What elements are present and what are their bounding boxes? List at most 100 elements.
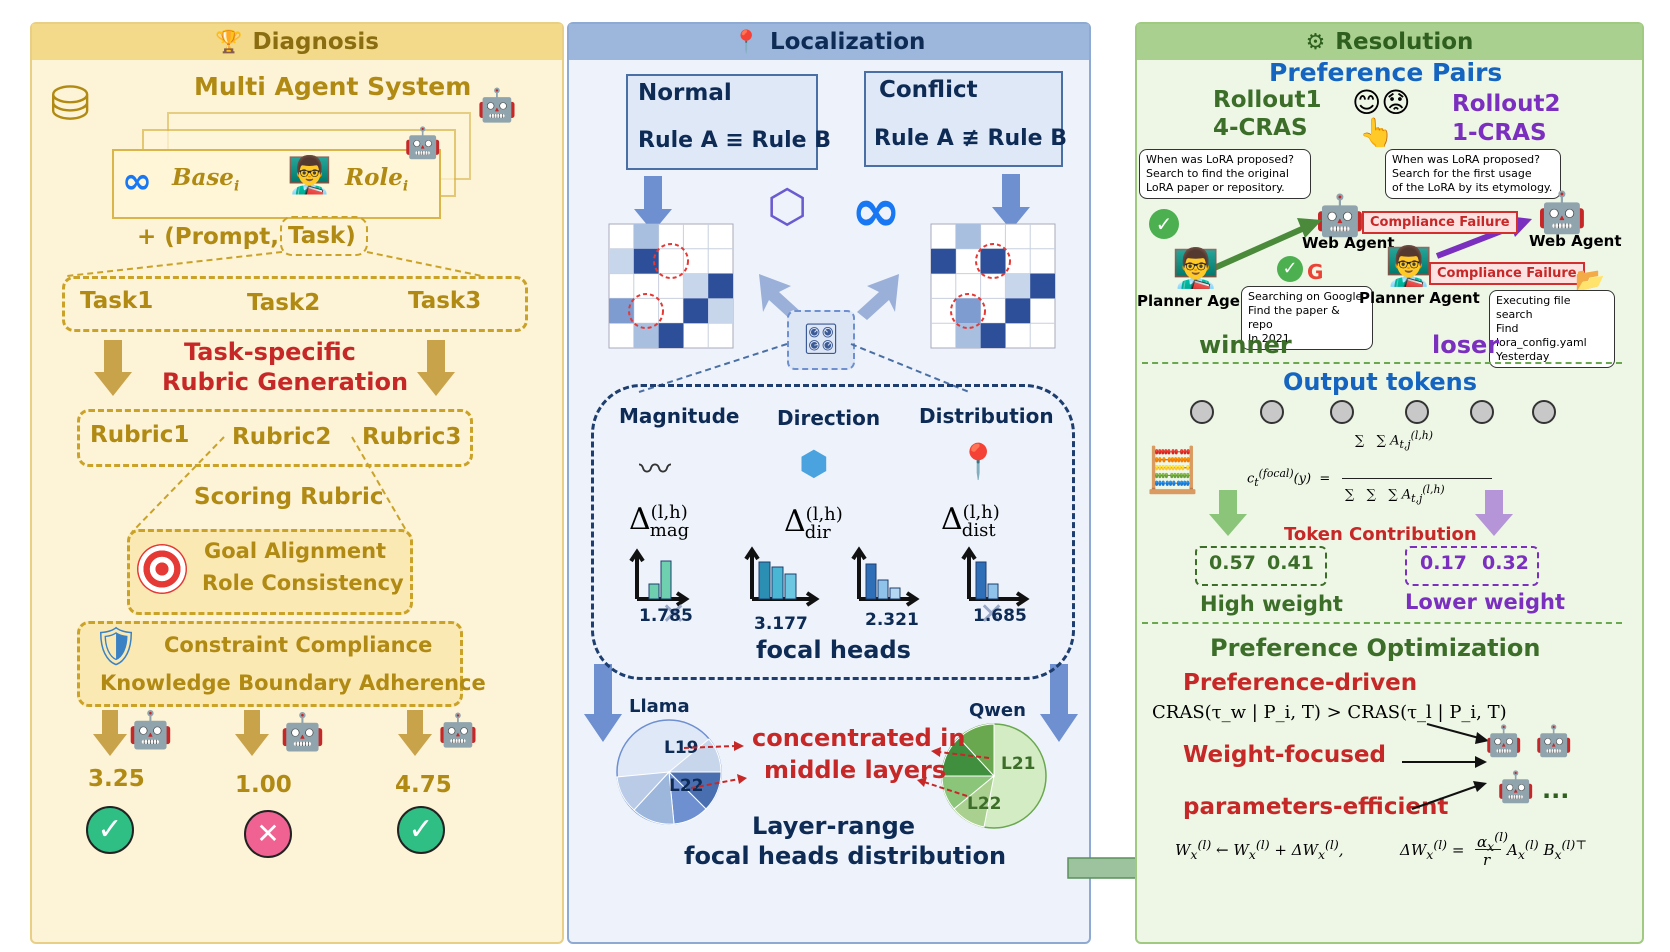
resolution-title: Resolution (1335, 29, 1474, 55)
conflict-attention-grid (930, 223, 1056, 349)
normal-title: Normal (638, 80, 732, 106)
planner-agent-label-2: Planner Agent (1359, 289, 1480, 307)
card-front (112, 149, 441, 219)
task-connector (66, 251, 483, 277)
constraint-compliance: Constraint Compliance (164, 633, 433, 657)
qwen-layer-l21: L21 (1001, 754, 1036, 774)
low-weight-1: 0.17 (1420, 552, 1467, 574)
task1: Task1 (80, 288, 154, 314)
scoring-connector (131, 436, 408, 533)
check-icon-google: ✓ (1277, 256, 1303, 282)
normal-box (626, 74, 818, 170)
cross-mark-2: ✕ (979, 597, 1004, 632)
delta-dist: Δ(l,h)dist (941, 502, 1000, 541)
rollout2-line2: 1-CRAS (1452, 120, 1547, 146)
resolution-header: ⚙ Resolution (1137, 24, 1642, 60)
web-agent-icon-1: 🤖 (1315, 193, 1365, 239)
bar-value-4: 1.685 (973, 606, 1027, 626)
bubble-rollout1: When was LoRA proposed?Search to find th… (1139, 149, 1311, 199)
meta-logo-icon: ∞ (851, 176, 901, 246)
score-arrows (93, 710, 432, 756)
rubrics-box (77, 409, 473, 467)
tasks-box (62, 276, 528, 332)
task2: Task2 (247, 290, 321, 316)
mixer-icon: 🎛 (787, 310, 855, 370)
divider-2 (1142, 622, 1622, 624)
rubric-gen-line2: Rubric Generation (162, 368, 409, 396)
localization-panel: 📍 Localization Normal Rule A ≡ Rule B Co… (567, 22, 1091, 944)
database-icon: ⛁ (50, 76, 91, 132)
compliance-failure-2: Compliance Failure (1429, 262, 1585, 285)
metric-magnitude: Magnitude (619, 404, 740, 428)
cross-icon-2: ✕ (244, 810, 292, 858)
teacher-icon: 👨‍🏫 (287, 155, 332, 196)
score-3: 4.75 (395, 772, 452, 798)
gen-arrows (94, 340, 455, 396)
high-weight-label: High weight (1200, 592, 1343, 616)
diagnosis-title: Diagnosis (252, 29, 379, 55)
localization-header: 📍 Localization (569, 24, 1089, 60)
focal-heads-box (591, 384, 1075, 680)
rubric-gen-line1: Task-specific (184, 338, 356, 366)
loser-label: loser (1432, 331, 1500, 359)
opt-arrows (1402, 723, 1489, 810)
mini-bar-dir2 (851, 546, 920, 607)
bar-value-1: 1.785 (639, 606, 693, 626)
param-eff-label: parameters-efficient (1183, 794, 1449, 820)
calculator-icon: 🧮 (1145, 445, 1200, 496)
token-dot-4 (1405, 400, 1429, 424)
concentrated-line1: concentrated in (752, 724, 966, 752)
trophy-icon: 🏆 (215, 29, 243, 55)
task3: Task3 (408, 288, 482, 314)
token-dot-6 (1532, 400, 1556, 424)
qwen-layer-l22: L22 (967, 794, 1002, 814)
llama-pie (616, 719, 722, 825)
low-weight-label: Lower weight (1405, 590, 1565, 614)
target-icon (137, 544, 187, 594)
delta-dir: Δ(l,h)dir (784, 504, 843, 543)
check-icon-small: ✓ (1149, 209, 1179, 239)
divider-1 (1142, 362, 1622, 364)
task-box (280, 216, 368, 256)
delta-mag: Δ(l,h)mag (629, 502, 690, 541)
score-2: 1.00 (235, 772, 292, 798)
cras-formula: CRAS(τ_w | P_i, T) > CRAS(τ_l | P_i, T) (1152, 702, 1507, 723)
normal-attention-grid (608, 223, 734, 349)
mas-title: Multi Agent System (194, 72, 472, 101)
prompt-label: + (Prompt, (137, 224, 279, 250)
rollout2-line1: Rollout2 (1452, 91, 1561, 117)
layer-range-line1: Layer-range (752, 812, 916, 840)
conflict-rule: Rule A ≢ Rule B (874, 126, 1067, 151)
weight-arrows (1209, 490, 1513, 536)
route-icon: 📍 (957, 442, 1000, 482)
qwen-logo-icon: ⬡ (767, 179, 808, 233)
token-dot-2 (1260, 400, 1284, 424)
token-dot-5 (1470, 400, 1494, 424)
conflict-box (864, 71, 1063, 167)
high-weight-2: 0.41 (1267, 552, 1314, 574)
score-1: 3.25 (88, 766, 145, 792)
diagnosis-panel: 🏆 Diagnosis ⛁ Multi Agent System 🤖 ∞ Bas… (30, 22, 564, 944)
hand-pointer-icon: 👆 (1359, 116, 1394, 149)
planner-agent-label-1: Planner Agent (1137, 292, 1258, 310)
winner-label: winner (1199, 331, 1292, 359)
robot-icon-card: 🤖 (404, 126, 442, 161)
token-contribution-label: Token Contribution (1284, 524, 1477, 545)
map-pin-icon: 📍 (732, 29, 761, 55)
qwen-pie (941, 723, 1047, 829)
shield-icon: 🛡 (92, 624, 141, 668)
mini-bar-dir1 (744, 546, 820, 607)
check-icon-1: ✓ (86, 806, 134, 854)
constraint-box (77, 621, 463, 707)
resolution-panel: ⚙ Resolution Preference Pairs Rollout1 4… (1135, 22, 1644, 944)
meta-icon: ∞ (122, 161, 152, 202)
diagnosis-header: 🏆 Diagnosis (32, 24, 562, 60)
token-dot-3 (1330, 400, 1354, 424)
goal-alignment: Goal Alignment (204, 539, 387, 563)
ellipsis: ... (1542, 776, 1570, 804)
mini-bar-dist (961, 546, 1030, 607)
conflict-title: Conflict (879, 77, 978, 103)
cube-icon: ⬢ (799, 444, 829, 484)
